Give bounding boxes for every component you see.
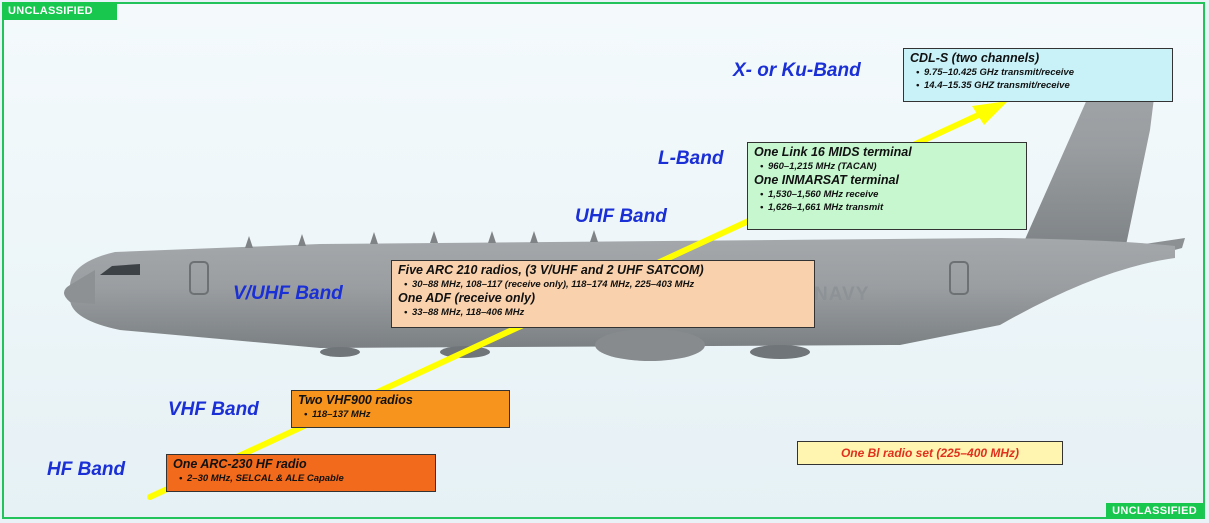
aft-door [949, 261, 969, 295]
hf-box-title: One ARC-230 HF radio [173, 457, 307, 471]
band-label-vhf: VHF Band [168, 399, 259, 420]
hf-box-list: 2–30 MHz, SELCAL & ALE Capable [173, 472, 429, 485]
belly-pod [750, 345, 810, 359]
lband-box-list-1: 960–1,215 MHz (TACAN) [754, 160, 1020, 173]
bl-box-title: One Bl radio set (225–400 MHz) [840, 446, 1020, 460]
vhf-box-list: 118–137 MHz [298, 408, 503, 421]
vuhf-box-list-2: 33–88 MHz, 118–406 MHz [398, 306, 808, 319]
lband-box-title-2: One INMARSAT terminal [754, 173, 899, 187]
band-label-vuhf: V/UHF Band [233, 283, 343, 304]
list-item: 960–1,215 MHz (TACAN) [760, 160, 1020, 173]
nose-radome [64, 270, 95, 304]
list-item: 30–88 MHz, 108–117 (receive only), 118–1… [404, 278, 808, 291]
xku-box-list: 9.75–10.425 GHz transmit/receive 14.4–15… [910, 66, 1166, 92]
cockpit-windows [100, 264, 140, 275]
lband-box-list-2: 1,530–1,560 MHz receive 1,626–1,661 MHz … [754, 188, 1020, 214]
classification-banner-bottom: UNCLASSIFIED [1106, 503, 1203, 519]
forward-door [189, 261, 209, 295]
bl-radio-box: One Bl radio set (225–400 MHz) [797, 441, 1063, 465]
vuhf-box-title-2: One ADF (receive only) [398, 291, 536, 305]
band-label-lband: L-Band [658, 148, 724, 169]
vuhf-band-box: Five ARC 210 radios, (3 V/UHF and 2 UHF … [391, 260, 815, 328]
list-item: 1,626–1,661 MHz transmit [760, 201, 1020, 214]
band-label-hf: HF Band [47, 459, 126, 480]
lband-box-title-1: One Link 16 MIDS terminal [754, 145, 912, 159]
list-item: 14.4–15.35 GHZ transmit/receive [916, 79, 1166, 92]
hf-band-box: One ARC-230 HF radio 2–30 MHz, SELCAL & … [166, 454, 436, 492]
lband-box: One Link 16 MIDS terminal 960–1,215 MHz … [747, 142, 1027, 230]
antenna-blades [245, 230, 598, 248]
classification-banner-top: UNCLASSIFIED [2, 2, 117, 20]
list-item: 118–137 MHz [304, 408, 503, 421]
frequency-arrowhead [972, 101, 1008, 125]
engine-nacelle [595, 329, 705, 361]
list-item: 1,530–1,560 MHz receive [760, 188, 1020, 201]
xku-band-box: CDL-S (two channels) 9.75–10.425 GHz tra… [903, 48, 1173, 102]
list-item: 33–88 MHz, 118–406 MHz [404, 306, 808, 319]
vuhf-box-list-1: 30–88 MHz, 108–117 (receive only), 118–1… [398, 278, 808, 291]
navy-marking: NAVY [814, 284, 870, 305]
band-label-xku: X- or Ku-Band [733, 60, 861, 81]
list-item: 2–30 MHz, SELCAL & ALE Capable [179, 472, 429, 485]
vhf-box-title: Two VHF900 radios [298, 393, 413, 407]
vhf-band-box: Two VHF900 radios 118–137 MHz [291, 390, 510, 428]
list-item: 9.75–10.425 GHz transmit/receive [916, 66, 1166, 79]
band-label-uhf: UHF Band [575, 206, 667, 227]
vuhf-box-title-1: Five ARC 210 radios, (3 V/UHF and 2 UHF … [398, 263, 704, 277]
belly-pod [320, 347, 360, 357]
xku-box-title: CDL-S (two channels) [910, 51, 1040, 65]
